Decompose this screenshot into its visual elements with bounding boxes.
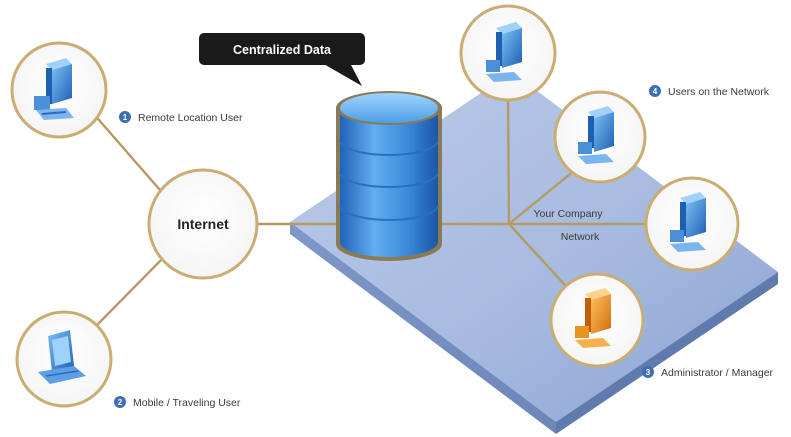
number-badge [119, 111, 131, 123]
connectors [91, 99, 647, 326]
label-remote-user: 1 Remote Location User [119, 111, 243, 124]
connector-mobile-user [96, 255, 166, 326]
number-badge-text: 2 [118, 398, 123, 407]
number-badge-text: 4 [653, 87, 658, 96]
network-label-line2: Network [561, 231, 600, 243]
internet-hub: Internet [147, 168, 259, 280]
desktop-computer-orange-icon [575, 288, 611, 348]
mobile-user-node [15, 310, 113, 408]
callout-label: Centralized Data [233, 43, 332, 57]
laptop-icon [38, 330, 86, 384]
number-badge [649, 85, 661, 97]
database-cylinder-icon [336, 91, 442, 261]
network-user-node-right [644, 176, 740, 272]
internet-label: Internet [177, 216, 229, 232]
centralized-data-callout: Centralized Data [199, 33, 365, 86]
label-text: Users on the Network [668, 86, 770, 98]
desktop-computer-icon [578, 106, 614, 164]
remote-user-node [10, 41, 108, 139]
desktop-computer-icon [34, 58, 74, 120]
connector-top-user [506, 99, 511, 225]
network-user-node-top [459, 4, 557, 102]
connector-admin [508, 223, 576, 297]
label-text: Administrator / Manager [661, 367, 774, 379]
desktop-computer-icon [486, 22, 522, 82]
connector-remote-user [91, 111, 161, 191]
label-administrator: 3 Administrator / Manager [642, 366, 774, 379]
connector-middle-user [508, 169, 576, 225]
label-network-users: 4 Users on the Network [649, 85, 770, 98]
administrator-node [549, 272, 645, 368]
network-user-node-middle [553, 90, 647, 184]
number-badge [114, 396, 126, 408]
desktop-computer-icon [670, 192, 706, 252]
label-text: Remote Location User [138, 112, 243, 124]
label-mobile-user: 2 Mobile / Traveling User [114, 396, 241, 409]
number-badge [642, 366, 654, 378]
number-badge-text: 3 [646, 368, 651, 377]
number-badge-text: 1 [123, 113, 128, 122]
network-label-line1: Your Company [533, 208, 603, 220]
label-text: Mobile / Traveling User [133, 397, 241, 409]
